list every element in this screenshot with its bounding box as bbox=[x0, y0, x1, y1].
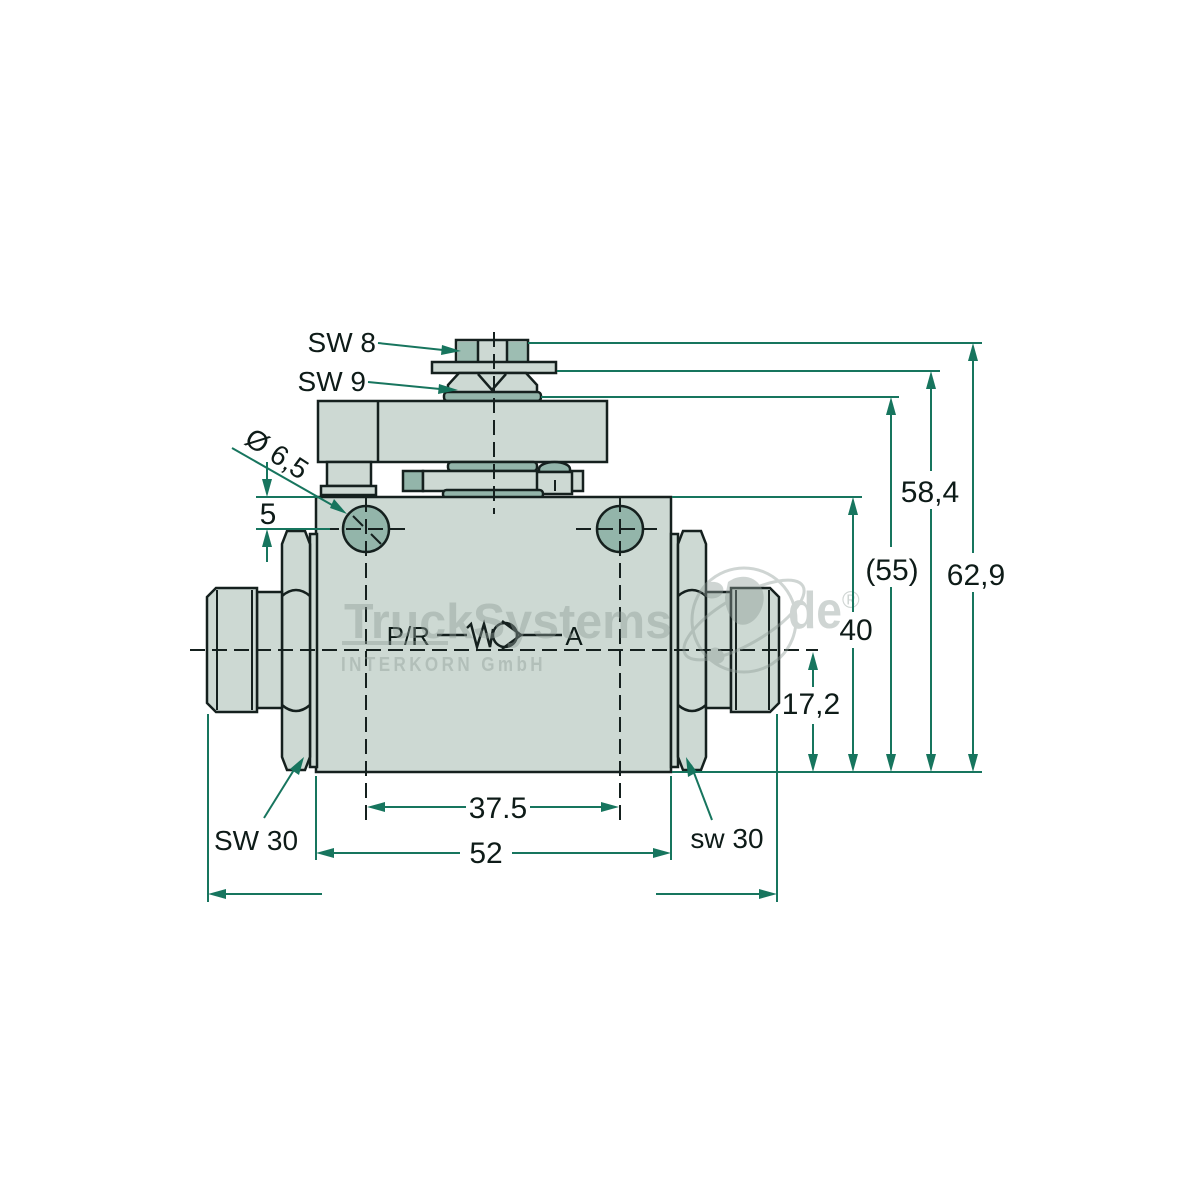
globe-continent bbox=[702, 581, 724, 599]
callout-label: Ø 6,5 bbox=[240, 422, 314, 485]
stack-block-left bbox=[401, 469, 425, 493]
dim-62-9: 62,9 bbox=[947, 343, 1005, 772]
dim-58-4: 58,4 bbox=[901, 371, 959, 772]
callout-label: sw 30 bbox=[690, 823, 763, 854]
dim-52: 52 bbox=[316, 837, 671, 870]
hex-lock-nut-chamfer bbox=[477, 373, 507, 392]
watermark: TruckSystems INTERKORN GmbH de ® bbox=[341, 566, 860, 676]
bracket-bar bbox=[316, 399, 609, 464]
small-bolt-head bbox=[537, 460, 572, 474]
hex-bolt-face-right bbox=[508, 342, 527, 362]
spacer-washer bbox=[446, 460, 539, 473]
hole-thread-tick bbox=[352, 515, 364, 527]
dim-overall-width bbox=[208, 889, 777, 899]
hole-thread-tick bbox=[370, 533, 382, 545]
globe-continent bbox=[725, 576, 764, 625]
callout-label: SW 30 bbox=[214, 825, 298, 856]
watermark-underline bbox=[342, 641, 448, 645]
dim-value: 5 bbox=[260, 498, 277, 531]
dim-value: (55) bbox=[865, 554, 918, 587]
check-valve-symbol: P/R A bbox=[387, 619, 583, 652]
hex-chamfer-arc bbox=[677, 704, 707, 713]
hex-chamfer-arc bbox=[281, 704, 311, 713]
spring-icon bbox=[466, 619, 495, 652]
port-label-pr: P/R bbox=[387, 621, 430, 651]
globe-continent bbox=[707, 647, 725, 664]
seal-washer-top bbox=[442, 390, 543, 403]
dim-17-2: 17,2 bbox=[782, 652, 840, 772]
globe-orbit-ring bbox=[682, 578, 806, 662]
valve-parts: P/R A bbox=[190, 332, 818, 820]
port-label-a: A bbox=[565, 621, 583, 651]
hex-bolt-face-left bbox=[458, 342, 477, 362]
callout-sw8: SW 8 bbox=[308, 327, 461, 358]
callout-label: SW 8 bbox=[308, 327, 376, 358]
bracket-leg bbox=[325, 460, 373, 488]
adjustment-screw-assembly bbox=[316, 338, 609, 500]
dim-value: 58,4 bbox=[901, 476, 959, 509]
dim-value: 62,9 bbox=[947, 559, 1005, 592]
dim-value: 40 bbox=[839, 614, 872, 647]
dim-value: 37.5 bbox=[469, 792, 527, 825]
callout-sw30-left: SW 30 bbox=[214, 757, 304, 856]
watermark-subtitle: INTERKORN GmbH bbox=[341, 654, 546, 676]
dim-5: 5 bbox=[260, 462, 277, 562]
dim-55: (55) bbox=[865, 397, 919, 772]
hex-chamfer-arc bbox=[281, 588, 311, 597]
threaded-stud-left bbox=[205, 586, 259, 714]
dim-37-5: 37.5 bbox=[367, 792, 619, 825]
dimensions: 17,2 40 (55) 58,4 bbox=[207, 327, 1005, 902]
dim-value: 52 bbox=[469, 837, 502, 870]
hex-chamfer-arc bbox=[677, 588, 707, 597]
centerlines bbox=[190, 332, 818, 820]
callout-sw30-right: sw 30 bbox=[686, 757, 764, 854]
registered-mark: ® bbox=[842, 587, 860, 614]
watermark-brand: TruckSystems bbox=[344, 595, 672, 649]
dim-value: 17,2 bbox=[782, 688, 840, 721]
callout-sw9: SW 9 bbox=[298, 366, 458, 397]
callout-label: SW 9 bbox=[298, 366, 366, 397]
globe-icon bbox=[690, 566, 798, 674]
watermark-suffix: de bbox=[788, 582, 842, 640]
dim-40: 40 bbox=[839, 497, 873, 772]
bracket-foot bbox=[319, 484, 378, 497]
